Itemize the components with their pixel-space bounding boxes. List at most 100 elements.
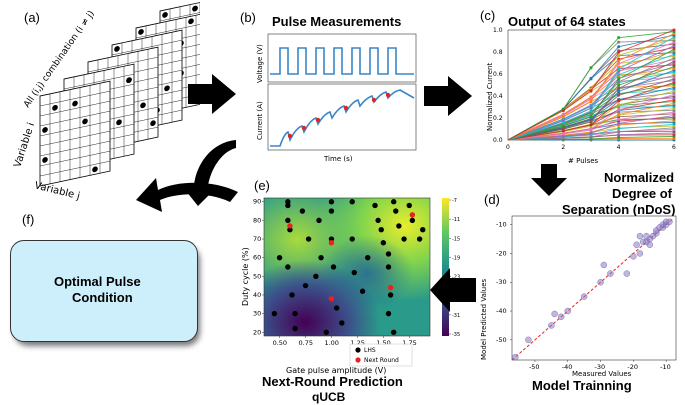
lhs-point (305, 236, 312, 242)
ndos-text-1: Normalized (604, 170, 675, 185)
state-series-point (617, 83, 621, 87)
state-series-point (617, 93, 621, 97)
state-series-point (617, 77, 621, 81)
arrow-e-to-f-curve (136, 178, 238, 212)
panel-c-title: Output of 64 states (508, 14, 626, 29)
panel-d-xtick: -40 (562, 363, 573, 371)
panel-c-xtick: 0 (506, 144, 510, 151)
lhs-point (276, 254, 283, 261)
state-series-point (617, 59, 621, 63)
state-series-point (617, 67, 621, 71)
panel-e-ytick: 50 (253, 272, 261, 280)
parity-point (557, 313, 565, 321)
state-series-point (589, 135, 593, 139)
colorbar-tick: -31 (452, 313, 460, 319)
panel-d-plot: Model Predicted Values -50-40-30-20-10-1… (480, 215, 677, 378)
panel-d-title: Model Trainning (532, 378, 632, 393)
parity-point (525, 336, 532, 344)
grid-dot (42, 157, 48, 163)
lhs-point (339, 320, 345, 326)
parity-point (564, 307, 571, 315)
voltage-pulse-train (270, 47, 414, 75)
lhs-point (406, 202, 412, 209)
legend-lhs: LHS (364, 347, 376, 354)
panel-e-label: (e) (254, 178, 270, 193)
state-series-point (617, 65, 621, 69)
parity-point (580, 293, 588, 300)
next-round-point (409, 212, 416, 218)
lhs-point (385, 251, 392, 257)
state-series-point (617, 117, 621, 121)
identity-line (511, 218, 674, 361)
lhs-point (396, 223, 402, 229)
lhs-point (333, 305, 340, 311)
panel-e-xtick: 1.75 (402, 339, 416, 347)
grid-dot (72, 100, 78, 107)
panel-e-frame (263, 197, 431, 337)
lhs-point (390, 329, 397, 335)
grid-dot (42, 127, 48, 133)
state-series-point (617, 86, 621, 90)
parity-point (636, 250, 644, 257)
lhs-point (365, 254, 371, 261)
variable-grid-sheet (39, 80, 111, 187)
panel-f-label: (f) (22, 212, 35, 227)
grid-dot (138, 29, 144, 35)
panel-e-title-2: qUCB (312, 390, 346, 404)
state-series-point (589, 77, 593, 81)
parity-point (512, 353, 519, 361)
state-series-point (561, 127, 565, 131)
lhs-point (387, 292, 394, 298)
optimal-text-1: Optimal Pulse (54, 274, 141, 289)
panel-e-xlabel: Gate pulse amplitude (V) (286, 366, 387, 375)
lhs-point (420, 227, 426, 233)
lhs-point (351, 269, 357, 276)
parity-point (636, 232, 644, 240)
lhs-point (390, 199, 397, 205)
lhs-point (372, 202, 378, 209)
state-series-point (589, 89, 593, 93)
panel-d-xtick: -20 (627, 363, 638, 371)
state-series-point (617, 136, 621, 140)
panel-c-xtick: 4 (617, 144, 621, 151)
parity-point (600, 261, 608, 269)
lhs-point (318, 254, 324, 261)
state-series-point (617, 90, 621, 94)
arrow-a-to-b (188, 74, 236, 114)
state-series-point (617, 127, 621, 131)
panel-c-xlabel: # Pulses (568, 157, 599, 165)
state-series-point (617, 130, 621, 134)
state-series-point (589, 99, 593, 103)
state-series-point (617, 73, 621, 77)
optimal-pulse-box (10, 240, 198, 342)
panel-d-ytick: -10 (496, 221, 507, 229)
lhs-point (323, 329, 329, 335)
lhs-point (359, 288, 366, 294)
lhs-point (316, 217, 322, 224)
state-series-point (589, 123, 593, 127)
panel-b-label: (b) (240, 10, 256, 25)
state-series-point (589, 120, 593, 124)
lhs-point (349, 199, 355, 205)
panel-c-ytick: 0.0 (493, 137, 503, 144)
lhs-point (401, 236, 407, 242)
colorbar-tick: -15 (452, 236, 460, 242)
parity-point (666, 218, 673, 225)
panel-d-ylabel: Model Predicted Values (480, 278, 488, 360)
lhs-point (330, 264, 337, 270)
panel-e-ytick: 60 (253, 254, 261, 262)
panel-e-xtick: 1.50 (376, 339, 390, 347)
lhs-point (289, 292, 295, 298)
heatmap-surface (264, 198, 430, 336)
parity-point (607, 270, 614, 277)
state-series-point (617, 133, 621, 137)
parity-point (643, 232, 650, 240)
state-series-point (617, 62, 621, 66)
panel-e-title-1: Next-Round Prediction (262, 374, 403, 389)
state-series-point (617, 36, 621, 40)
state-series-point (589, 127, 593, 131)
arrow-c-to-d (531, 164, 567, 196)
parity-point (551, 310, 558, 318)
